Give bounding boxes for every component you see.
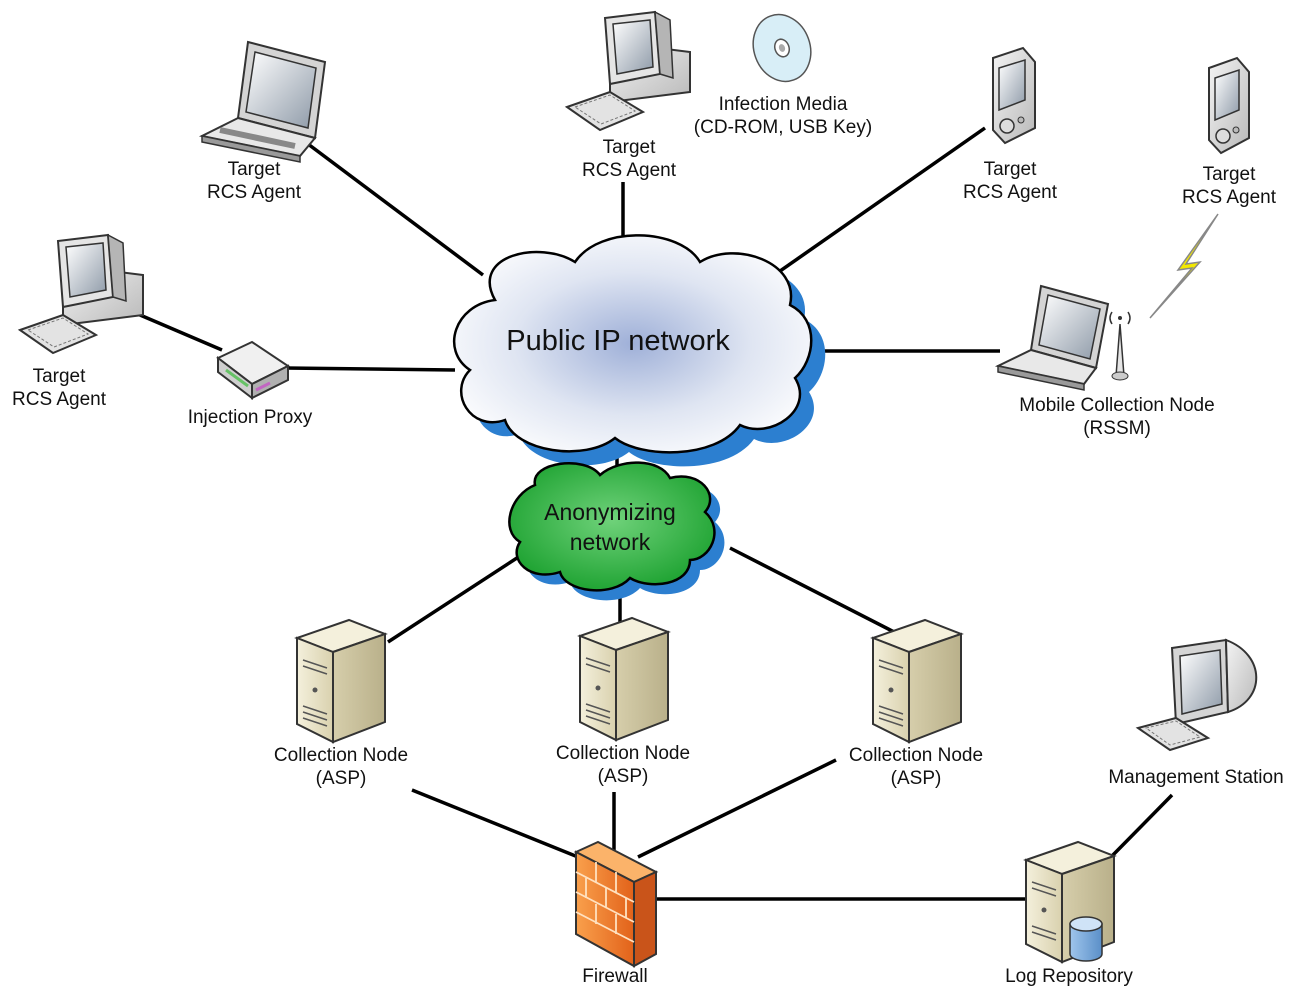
antenna-icon <box>1109 311 1131 381</box>
label-line: Target <box>1202 164 1256 185</box>
label-line: RCS Agent <box>207 182 301 203</box>
label-line: Collection Node <box>555 743 691 764</box>
collection-node-3-label: Collection Node (ASP) <box>831 744 1001 790</box>
connection-lines <box>132 126 1174 901</box>
label-line: Firewall <box>582 966 648 987</box>
anonymizing-label-line1: Anonymizing <box>544 499 676 525</box>
pda-icon <box>992 46 1036 145</box>
link-collection1-firewall <box>411 788 579 859</box>
link-anon-collection1 <box>387 554 521 644</box>
label-line: Target <box>227 159 281 180</box>
server-icon <box>294 618 388 744</box>
laptop-icon <box>994 284 1110 391</box>
link-anon-collection3 <box>729 546 901 637</box>
label-line: RCS Agent <box>582 160 676 181</box>
label-line: (RSSM) <box>1083 418 1151 439</box>
anonymizing-network-label: Anonymizing network <box>520 497 700 557</box>
target-pda-label: Target RCS Agent <box>940 158 1080 204</box>
label-line: (ASP) <box>597 766 649 787</box>
label-line: Collection Node <box>273 745 409 766</box>
target-laptop-label: Target RCS Agent <box>184 158 324 204</box>
server-icon <box>870 618 964 744</box>
management-station-label: Management Station <box>1094 766 1298 789</box>
label-line: (ASP) <box>890 768 942 789</box>
label-line: RCS Agent <box>12 389 106 410</box>
label-line: Management Station <box>1108 767 1284 788</box>
infection-media-label: Infection Media (CD-ROM, USB Key) <box>673 93 893 139</box>
log-repository-label: Log Repository <box>984 965 1154 988</box>
label-line: RCS Agent <box>963 182 1057 203</box>
link-desktop-proxy <box>132 310 223 352</box>
label-line: Collection Node <box>848 745 984 766</box>
public-network-label: Public IP network <box>506 325 730 357</box>
proxy-appliance-icon <box>216 340 290 401</box>
mobile-collection-node-label: Mobile Collection Node (RSSM) <box>1002 394 1232 440</box>
label-line: Injection Proxy <box>187 407 313 428</box>
target-desktop-label: Target RCS Agent <box>559 136 699 182</box>
link-pda-cloud <box>758 126 987 287</box>
injection-proxy-label: Injection Proxy <box>170 406 330 429</box>
crt-monitor-icon <box>1135 638 1258 752</box>
label-line: RCS Agent <box>1182 187 1276 208</box>
label-line: Log Repository <box>1005 966 1133 987</box>
desktop-computer-icon <box>564 10 691 132</box>
label-line: Target <box>32 366 86 387</box>
firewall-icon <box>573 840 659 968</box>
collection-node-1-label: Collection Node (ASP) <box>256 744 426 790</box>
wireless-signal-icon <box>1149 213 1219 319</box>
server-icon <box>577 616 671 742</box>
firewall-label: Firewall <box>555 965 675 988</box>
link-management-log <box>1108 793 1174 860</box>
database-icon <box>1069 916 1103 962</box>
cd-rom-icon <box>752 13 812 83</box>
label-line: (CD-ROM, USB Key) <box>693 117 873 138</box>
target-pda-2-label: Target RCS Agent <box>1159 163 1299 209</box>
link-proxy-cloud <box>284 366 456 372</box>
link-collection3-firewall <box>637 758 837 859</box>
pda-icon <box>1208 56 1250 155</box>
label-line: (ASP) <box>315 768 367 789</box>
label-line: Infection Media <box>718 94 848 115</box>
laptop-icon <box>198 40 327 163</box>
anonymizing-cloud <box>508 461 725 601</box>
anonymizing-label-line2: network <box>569 529 651 555</box>
label-line: Target <box>983 159 1037 180</box>
collection-node-2-label: Collection Node (ASP) <box>538 742 708 788</box>
public-ip-cloud <box>453 234 826 467</box>
label-line: Target <box>602 137 656 158</box>
label-line: Mobile Collection Node <box>1019 395 1215 416</box>
target-left-label: Target RCS Agent <box>0 365 118 411</box>
desktop-computer-icon <box>17 233 144 355</box>
link-laptop-cloud <box>298 136 485 277</box>
